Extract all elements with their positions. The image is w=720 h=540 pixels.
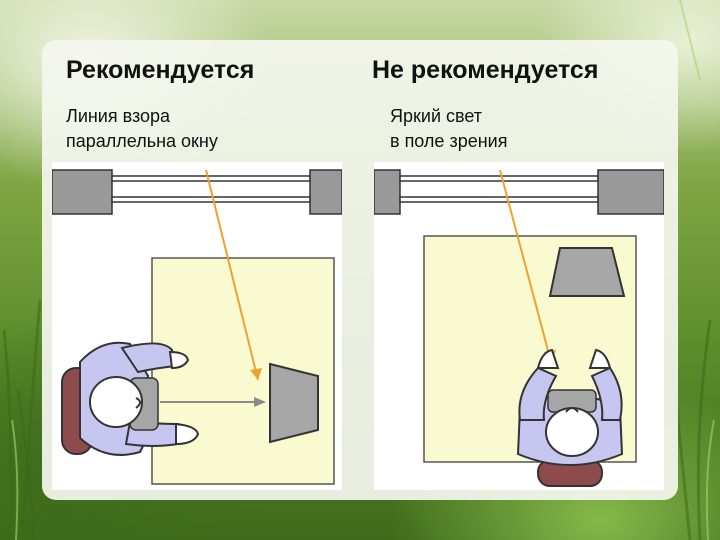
- not-recommended-caption: Яркий свет в поле зрения: [390, 104, 507, 154]
- recommended-caption-line-1: Линия взора: [66, 104, 218, 129]
- window-rail-top: [112, 176, 310, 181]
- monitor: [270, 364, 318, 442]
- recommended-caption-line-2: параллельна окну: [66, 129, 218, 154]
- monitor: [550, 248, 624, 296]
- window-rail-bottom: [112, 197, 310, 202]
- window-frame-right: [310, 170, 342, 214]
- desk: [152, 258, 334, 484]
- window-frame-left: [52, 170, 112, 214]
- window-rail-top: [400, 176, 598, 181]
- head: [90, 377, 142, 427]
- window-frame-left: [374, 170, 400, 214]
- recommended-caption: Линия взора параллельна окну: [66, 104, 218, 154]
- not-recommended-scene: [374, 162, 664, 490]
- not-recommended-heading: Не рекомендуется: [372, 56, 598, 85]
- not-recommended-caption-line-1: Яркий свет: [390, 104, 507, 129]
- window-rail-bottom: [400, 197, 598, 202]
- window-frame-right: [598, 170, 664, 214]
- head: [546, 408, 598, 456]
- not-recommended-caption-line-2: в поле зрения: [390, 129, 507, 154]
- recommended-heading: Рекомендуется: [66, 56, 254, 85]
- recommended-scene: [52, 162, 342, 490]
